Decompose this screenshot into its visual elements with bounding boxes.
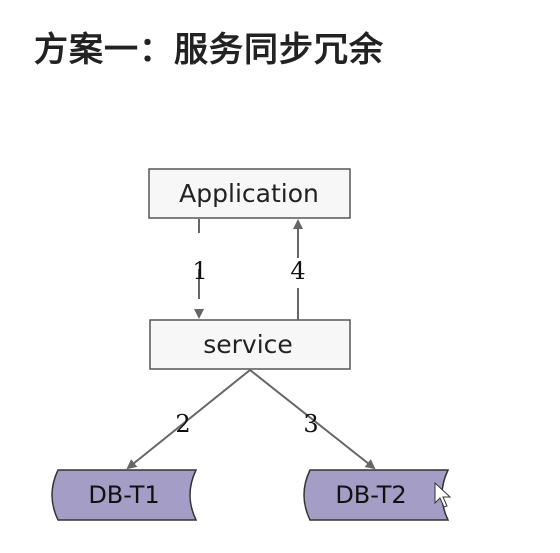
edge-service-to-db-t2-line [249, 369, 376, 470]
edge-app-to-service: 1 [192, 219, 208, 319]
application-label: Application [179, 179, 319, 208]
db-t1-label: DB-T1 [88, 481, 159, 509]
db-t2-node: DB-T2 [303, 469, 450, 521]
service-box [149, 319, 351, 370]
db-t2-shape [303, 469, 450, 521]
mouse-pointer-icon [434, 481, 452, 508]
application-node: Application [148, 168, 351, 219]
service-label: service [203, 330, 293, 359]
edge-label-4: 4 [290, 257, 305, 285]
edge-service-to-app: 4 [290, 219, 306, 320]
db-t1-node: DB-T1 [51, 469, 198, 521]
edge-service-to-db-t1-line [126, 369, 251, 470]
page-title: 方案一：服务同步冗余 [34, 30, 384, 70]
edge-service-to-db-t1: 2 [126, 369, 251, 470]
edge-label-1: 1 [192, 257, 207, 285]
edge-service-to-db-t2: 3 [249, 369, 376, 470]
db-t2-label: DB-T2 [335, 481, 406, 509]
db-t1-shape [51, 469, 198, 521]
edge-label-2: 2 [175, 410, 190, 438]
service-node: service [149, 319, 351, 370]
edge-label-3: 3 [303, 410, 318, 438]
application-box [148, 168, 351, 219]
